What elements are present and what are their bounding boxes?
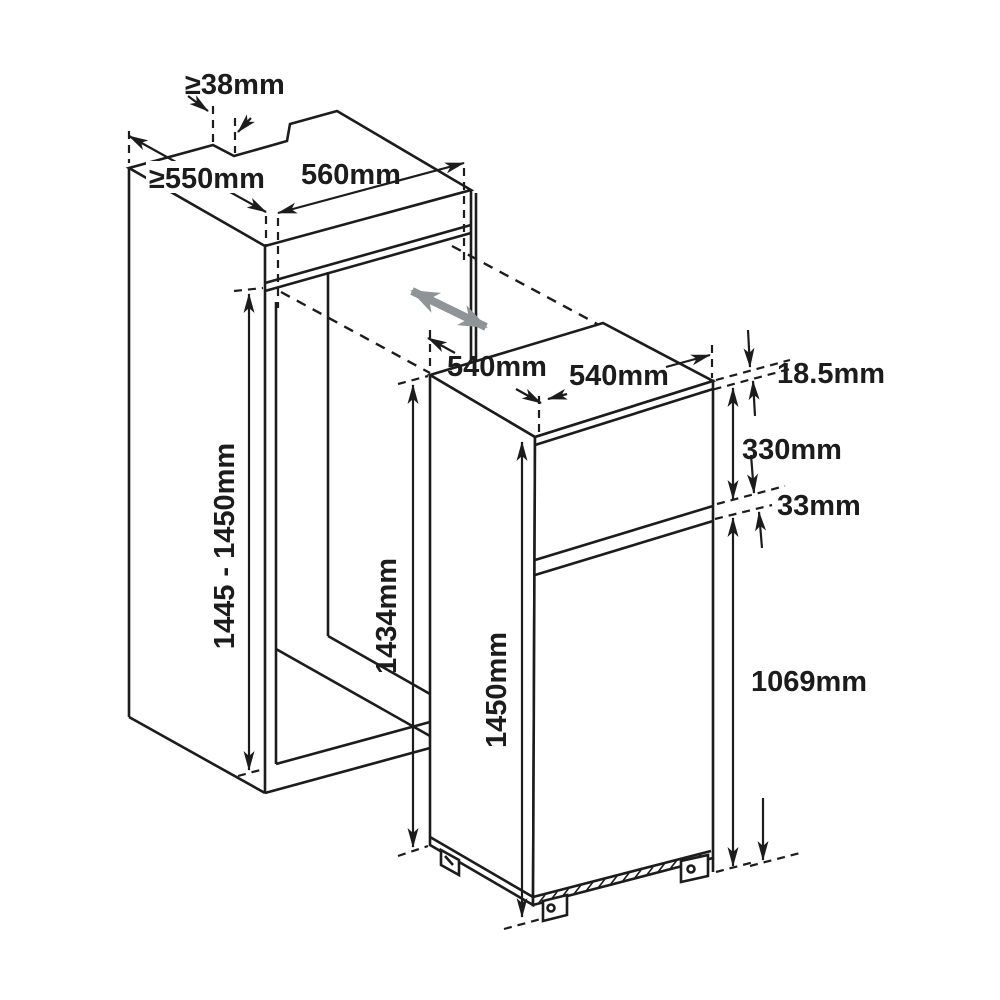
dim-top-clearance-ref-dashes: [699, 358, 791, 395]
dim-appliance-width-line-left: [547, 388, 568, 401]
dim-recess-height-ref-dashes: [397, 374, 429, 858]
dim-appliance-width-label: 540mm: [569, 360, 669, 392]
dim-recess-height: 1434mm: [371, 374, 429, 858]
dim-top-clearance: 18.5mm: [699, 329, 885, 417]
dim-niche-height-ref-dashes: [233, 286, 265, 778]
dim-vent-gap-arrow-left: [187, 95, 209, 112]
dim-niche-width-line: [277, 161, 465, 215]
dim-recess-height-label: 1434mm: [371, 558, 403, 674]
dim-niche-width: 560mm: [276, 159, 466, 308]
fridge-bottom-hatching: [537, 853, 702, 905]
dim-top-clearance-arrow-up: [748, 380, 760, 417]
dim-niche-height: 1445 - 1450mm: [209, 286, 265, 778]
dim-door-gap: 33mm: [714, 454, 861, 549]
fridge-door-top-line: [534, 387, 714, 447]
dim-vent-gap-arrow-right: [237, 114, 255, 133]
dim-floor-reference-dash: [749, 851, 801, 868]
dim-niche-depth: ≥550mm: [127, 131, 268, 245]
dim-niche-height-label: 1445 - 1450mm: [209, 443, 241, 649]
dim-freezer-door: 330mm: [716, 387, 842, 506]
dim-fridge-door: 1069mm: [715, 517, 867, 874]
dim-appliance-height-label: 1450mm: [481, 632, 513, 748]
dim-appliance-height: 1450mm: [481, 441, 542, 931]
dim-appliance-width-line-right: [665, 353, 711, 369]
slide-direction-arrow-shaft: [410, 287, 488, 331]
fridge-foot-front-left-roller: [546, 903, 556, 913]
fridge-bottom-band-line: [532, 849, 712, 899]
fridge-door-gap-lower-line: [534, 519, 714, 577]
fridge-foot-front-right-roller: [686, 864, 696, 874]
cabinet-bottom-left-edge: [128, 715, 266, 795]
dim-freezer-door-label: 330mm: [742, 434, 842, 466]
fridge-left-bottom-band-line: [429, 835, 534, 899]
niche-floor-left-line: [275, 647, 431, 738]
fridge-front-face: [531, 379, 715, 907]
fridge-feet: [439, 847, 710, 923]
dim-fridge-door-ref-dash: [715, 860, 755, 874]
niche-ceiling-front-edge: [264, 223, 472, 285]
dim-top-clearance-arrow-down: [743, 329, 755, 368]
dim-appliance-width-ref-dashes: [537, 345, 714, 433]
dim-top-clearance-label: 18.5mm: [777, 358, 885, 390]
dim-door-gap-arrow-down: [747, 454, 758, 494]
dim-vent-gap-label: ≥38mm: [185, 69, 285, 101]
dim-door-gap-ref-dash: [714, 503, 773, 521]
slide-direction-arrow: [410, 287, 488, 331]
dim-fridge-door-label: 1069mm: [751, 666, 867, 698]
dim-niche-depth-label: ≥550mm: [149, 163, 265, 195]
cabinet-plinth-bottom-line: [264, 746, 431, 795]
dim-appliance-depth-line-left: [427, 337, 456, 354]
dim-appliance-depth-line-right: [515, 388, 542, 404]
dim-niche-depth-label-mask: [146, 161, 259, 193]
niche-ceiling-inner-edge: [264, 231, 472, 293]
dim-door-gap-label: 33mm: [777, 490, 861, 522]
dim-floor-reference: [749, 798, 801, 868]
fridge-foot-left-side-detail: [444, 855, 454, 866]
dim-niche-width-label: 560mm: [301, 159, 401, 191]
dim-door-gap-arrow-up: [755, 511, 767, 549]
dim-appliance-width: 540mm: [537, 345, 714, 433]
dim-freezer-door-ref-dash: [716, 484, 786, 506]
dim-appliance-depth-label: 540mm: [447, 351, 547, 383]
dim-appliance-height-ref-dash: [503, 917, 542, 931]
dim-appliance-depth: 540mm: [427, 330, 547, 404]
cabinet-plinth-top-line: [275, 720, 431, 766]
fridge-outline: [426, 321, 717, 923]
fridge-door-gap-upper-line: [534, 504, 714, 562]
